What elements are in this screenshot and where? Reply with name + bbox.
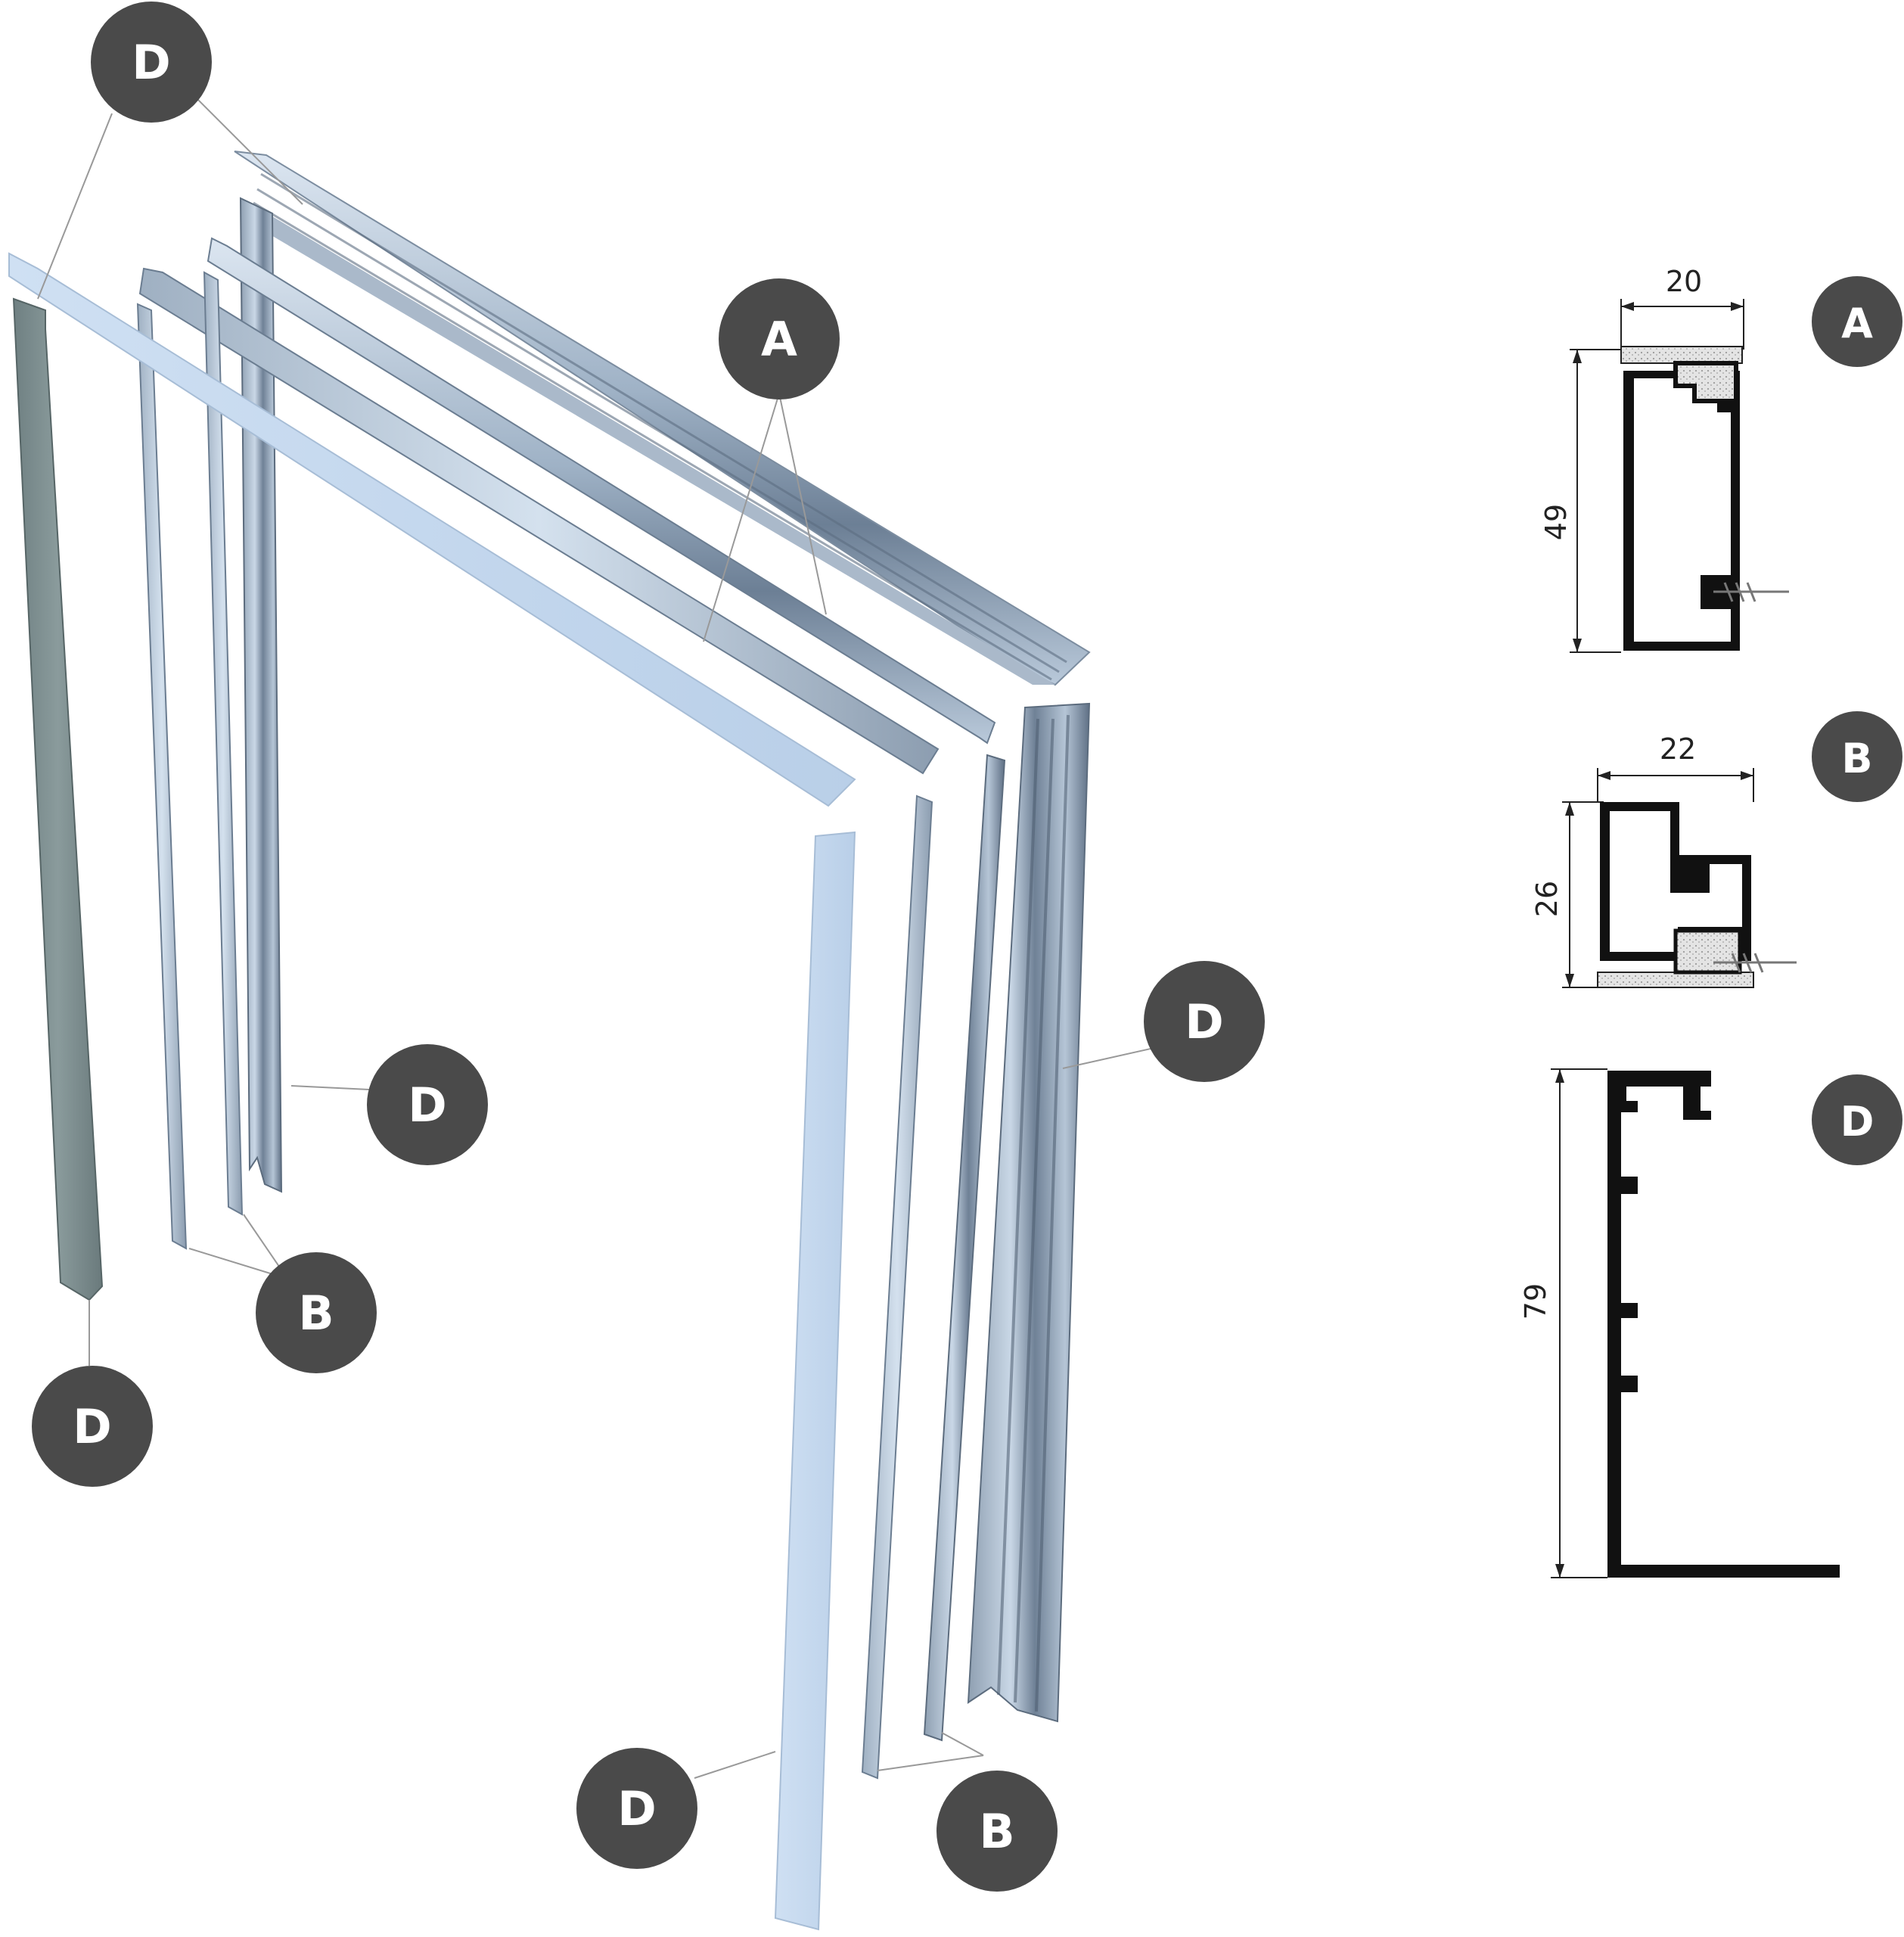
profile-b-width-label: 22: [1660, 732, 1696, 766]
callout-d4: D: [32, 1366, 153, 1487]
callout-d2-label: D: [408, 1077, 446, 1133]
frame-d-top-rear-face: [257, 212, 1055, 685]
profile-a-right-jamb: [923, 754, 1006, 1742]
callout-a1-label: A: [761, 312, 797, 367]
callout-profile-a: A: [1812, 276, 1902, 367]
profile-a-screw-icon: [1713, 582, 1789, 602]
profile-d-height-label: 79: [1519, 1283, 1552, 1320]
callout-b1: B: [256, 1252, 377, 1373]
trim-d-top-pale: [8, 252, 856, 807]
profile-b-section: 22 26: [1530, 732, 1797, 988]
callout-d4-label: D: [73, 1399, 111, 1454]
profile-a-height-label: 49: [1539, 504, 1573, 540]
profile-a-width-label: 20: [1666, 265, 1702, 298]
callout-profile-b-label: B: [1841, 735, 1872, 782]
profile-b-screw-icon: [1713, 953, 1797, 973]
callout-d3: D: [1144, 961, 1265, 1082]
callout-a1: A: [719, 278, 840, 400]
callout-d1: D: [91, 2, 212, 123]
callout-profile-d-label: D: [1840, 1098, 1874, 1146]
callout-b2: B: [936, 1771, 1058, 1892]
profile-b-height-label: 26: [1530, 881, 1564, 917]
trim-d-right-pale: [774, 831, 856, 1931]
frame-d-left-jamb-rear: [239, 197, 283, 1193]
callout-b1-label: B: [298, 1286, 334, 1341]
profile-d-section: 79: [1519, 1068, 1840, 1578]
callout-d5: D: [576, 1748, 697, 1869]
frame-d-top-ridges: [253, 173, 1067, 681]
callout-d1-label: D: [132, 35, 170, 90]
profile-a-left-jamb: [203, 271, 244, 1216]
callout-d3-label: D: [1185, 994, 1223, 1049]
frame-d-right-ridges: [997, 714, 1070, 1712]
profile-a-top: [207, 237, 996, 745]
callout-d2: D: [367, 1044, 488, 1165]
callout-profile-b: B: [1812, 711, 1902, 802]
callout-profile-a-label: A: [1841, 300, 1873, 347]
callout-profile-d: D: [1812, 1074, 1902, 1165]
profile-a-section: 20 49: [1539, 265, 1789, 653]
profile-b-top: [138, 267, 940, 775]
profile-b-right-jamb: [861, 794, 933, 1780]
exploded-frame-illustration: [8, 151, 1091, 1931]
profile-b-left-jamb: [136, 303, 188, 1250]
callout-d5-label: D: [617, 1781, 656, 1836]
trim-d-left-grey: [12, 297, 104, 1301]
callout-b2-label: B: [979, 1804, 1014, 1859]
